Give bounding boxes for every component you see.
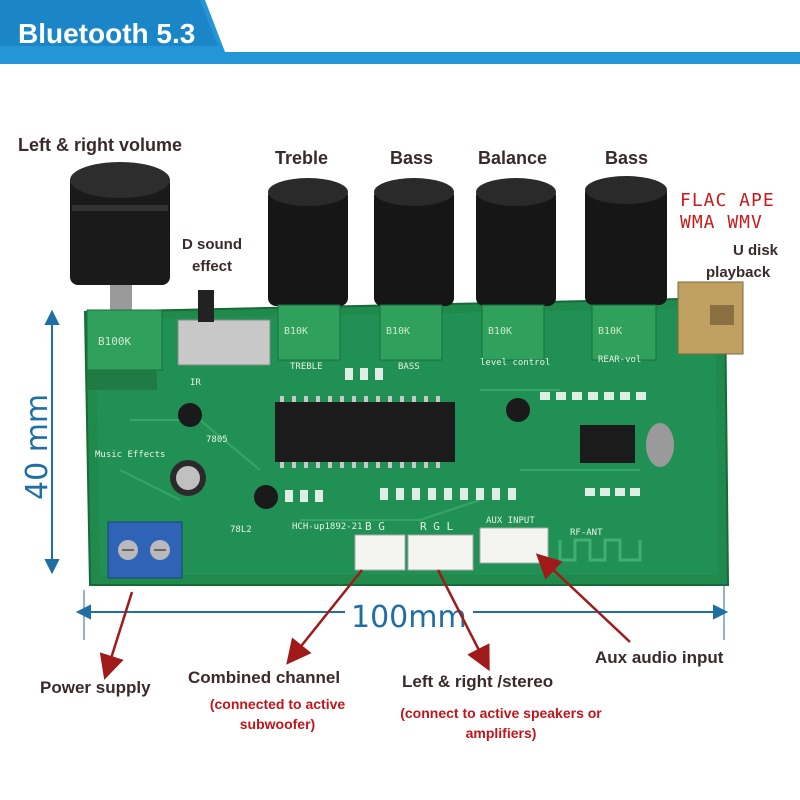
treble-knob xyxy=(268,178,348,361)
label-aux: Aux audio input xyxy=(595,648,724,667)
silk-7805: 7805 xyxy=(206,435,228,445)
silk-ir: IR xyxy=(190,378,201,388)
silk-rf-ant: RF-ANT xyxy=(570,528,603,538)
header-title: Bluetooth 5.3 xyxy=(18,18,196,49)
silk-78l2: 78L2 xyxy=(230,525,252,535)
silk-aux: AUX INPUT xyxy=(486,516,535,526)
silk-pot-treble: B10K xyxy=(284,326,309,337)
label-volume: Left & right volume xyxy=(18,135,183,155)
label-power: Power supply xyxy=(40,678,151,697)
dimension-width: 100mm xyxy=(345,600,473,635)
label-formats-1: FLAC APE xyxy=(680,190,775,211)
label-bass: Bass xyxy=(390,148,434,168)
label-usb-1: U disk xyxy=(733,242,779,259)
label-combined-note-1: (connected to active xyxy=(209,696,346,712)
bass-knob xyxy=(374,178,454,361)
label-stereo: Left & right /stereo xyxy=(402,672,554,691)
silk-pot-balance: B10K xyxy=(488,326,513,337)
label-d-sound-2: effect xyxy=(192,258,233,275)
silk-bass: BASS xyxy=(398,362,420,372)
label-balance: Balance xyxy=(478,148,548,168)
silk-treble: TREBLE xyxy=(290,362,323,372)
label-combined: Combined channel xyxy=(188,668,341,687)
silk-rgl: R G L xyxy=(420,520,454,533)
header-banner xyxy=(0,0,800,64)
silk-level: level control xyxy=(480,358,551,368)
label-stereo-note-1: (connect to active speakers or xyxy=(400,705,602,721)
volume-knob xyxy=(70,162,170,390)
label-combined-note-2: subwoofer) xyxy=(239,716,316,732)
label-d-sound-1: D sound xyxy=(182,236,242,253)
silk-board-id: HCH-up1892-21 xyxy=(292,522,363,532)
silk-music: Music Effects xyxy=(95,450,166,460)
silk-bg: B G xyxy=(365,520,385,533)
silk-pot-rear: B10K xyxy=(598,326,623,337)
label-rear-bass: Bass xyxy=(605,148,649,168)
silk-pot-volume: B100K xyxy=(98,335,132,348)
label-formats-2: WMA WMV xyxy=(680,212,763,233)
silk-rear: REAR-vol xyxy=(598,355,642,365)
label-treble: Treble xyxy=(275,148,329,168)
balance-knob xyxy=(476,178,556,361)
label-usb-2: playback xyxy=(706,264,771,281)
label-stereo-note-2: amplifiers) xyxy=(465,725,537,741)
rear-bass-knob xyxy=(585,176,667,361)
silk-pot-bass: B10K xyxy=(386,326,411,337)
